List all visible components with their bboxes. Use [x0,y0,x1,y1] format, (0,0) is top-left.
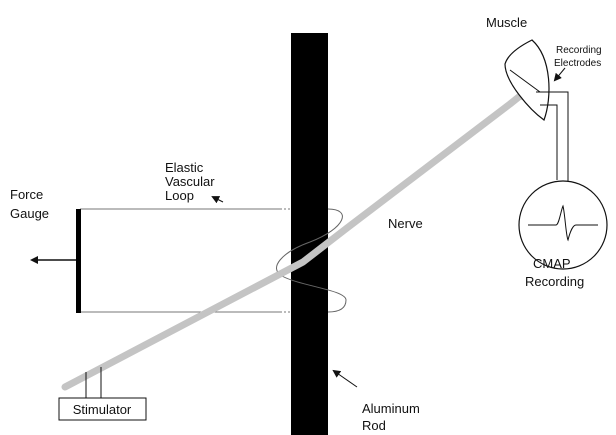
aluminum-rod [291,33,328,435]
cmap-trace [528,204,598,242]
muscle-label: Muscle [486,15,527,30]
force-gauge-bar [76,209,81,313]
recording-electrodes-label-1: Recording [556,45,602,56]
electrodes-pointer-arrow [553,67,566,82]
muscle-shape [504,39,550,121]
nerve-label: Nerve [388,216,423,231]
cmap-label-1: CMAP [533,256,571,271]
recording-electrodes [536,91,569,188]
elastic-loop-label-3: Loop [165,188,194,203]
stimulator-label: Stimulator [73,402,132,417]
cmap-label-2: Recording [525,274,584,289]
elastic-loop-label-1: Elastic [165,160,204,175]
rod-pointer-arrow [332,369,358,388]
force-gauge-label-1: Force [10,187,43,202]
nerve-trunk [61,92,524,391]
aluminum-rod-label-2: Rod [362,418,386,433]
aluminum-rod-label-1: Aluminum [362,401,420,416]
elastic-loop-label-2: Vascular [165,174,215,189]
elastic-vascular-loop [80,208,328,313]
force-gauge-label-2: Gauge [10,206,49,221]
electrode-wire-1 [536,91,569,188]
loop-pointer-arrow [211,196,224,204]
stimulator-box [58,397,147,421]
muscle-inner-line [509,69,541,93]
cmap-scope [518,180,608,270]
recording-electrodes-label-2: Electrodes [554,58,601,69]
electrode-wire-2 [540,104,558,180]
